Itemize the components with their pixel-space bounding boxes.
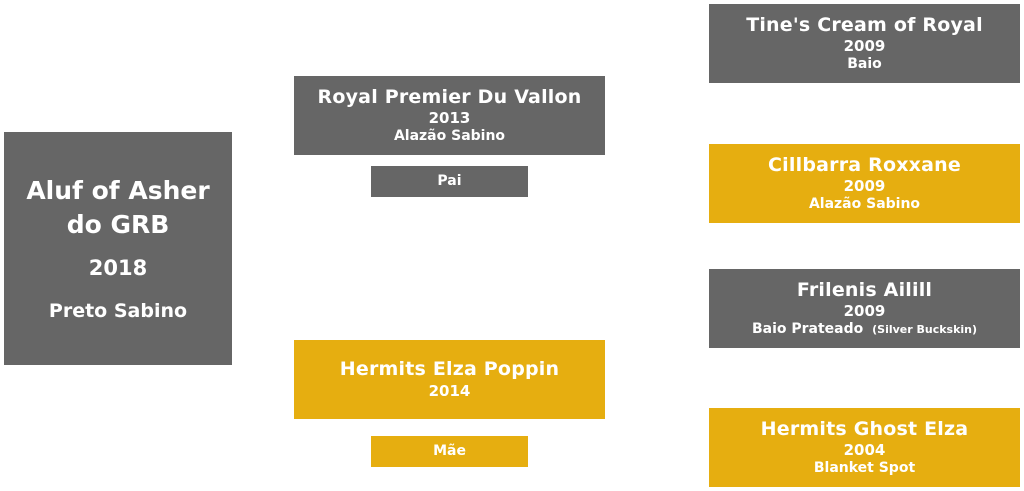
grandparent-color-row: Baio Prateado (Silver Buckskin) xyxy=(752,321,977,339)
maternal-granddam-card: Hermits Ghost Elza 2004 Blanket Spot xyxy=(709,408,1020,487)
grandparent-color: Baio xyxy=(847,56,882,72)
sire-tag: Pai xyxy=(371,166,528,197)
grandparent-name: Frilenis Ailill xyxy=(796,278,933,301)
dam-year: 2014 xyxy=(428,382,471,400)
maternal-grandsire-card: Frilenis Ailill 2009 Baio Prateado (Silv… xyxy=(709,269,1020,348)
dam-name: Hermits Elza Poppin xyxy=(339,358,560,381)
grandparent-color: Alazão Sabino xyxy=(808,196,921,212)
paternal-grandsire-card: Tine's Cream of Royal 2009 Baio xyxy=(709,4,1020,83)
sire-name: Royal Premier Du Vallon xyxy=(317,85,582,108)
dam-tag: Mãe xyxy=(371,436,528,467)
grandparent-name: Cillbarra Roxxane xyxy=(768,153,961,176)
dam-card: Hermits Elza Poppin 2014 xyxy=(294,340,605,419)
horse-name-line2: do GRB xyxy=(66,209,170,239)
grandparent-year: 2009 xyxy=(843,37,886,56)
horse-color: Preto Sabino xyxy=(48,299,188,322)
grandparent-year: 2009 xyxy=(843,177,886,196)
paternal-granddam-card: Cillbarra Roxxane 2009 Alazão Sabino xyxy=(709,144,1020,223)
horse-year: 2018 xyxy=(88,256,148,281)
sire-card: Royal Premier Du Vallon 2013 Alazão Sabi… xyxy=(294,76,605,155)
grandparent-color-note: (Silver Buckskin) xyxy=(872,323,978,336)
grandparent-color: Baio Prateado xyxy=(751,321,864,337)
horse-name-line1: Aluf of Asher xyxy=(26,175,210,205)
grandparent-name: Tine's Cream of Royal xyxy=(746,13,983,36)
sire-color: Alazão Sabino xyxy=(393,128,506,144)
horse-card: Aluf of Asher do GRB 2018 Preto Sabino xyxy=(4,132,232,365)
sire-year: 2013 xyxy=(428,109,471,128)
grandparent-year: 2009 xyxy=(843,302,886,321)
grandparent-year: 2004 xyxy=(843,441,886,460)
grandparent-color: Blanket Spot xyxy=(813,460,916,476)
grandparent-name: Hermits Ghost Elza xyxy=(760,417,969,440)
